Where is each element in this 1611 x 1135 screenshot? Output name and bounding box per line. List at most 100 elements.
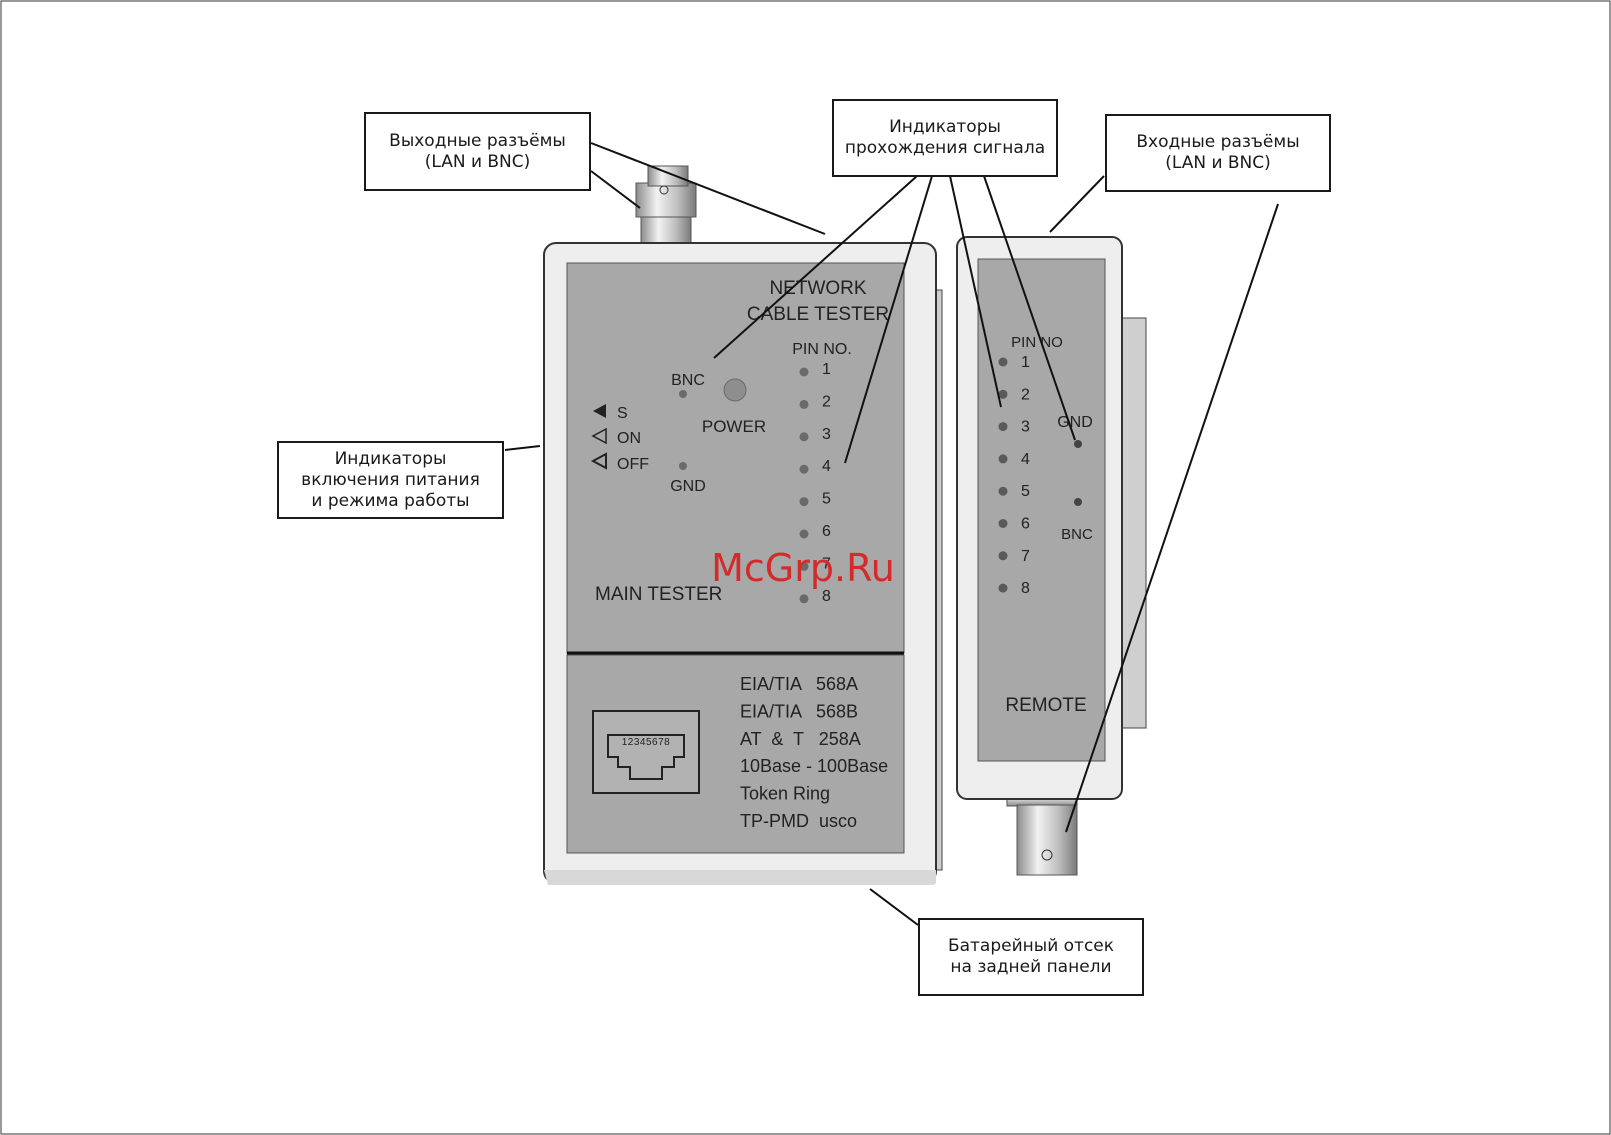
callout-output-line1: Выходные разъёмы: [389, 130, 566, 151]
leader-signal-remote-pins: [949, 175, 1002, 408]
main-tester-labels: NETWORK CABLE TESTER PIN NO. BNC POWER G…: [595, 278, 889, 831]
main-pin-led-1: [799, 367, 809, 377]
main-bnc-label: BNC: [671, 372, 705, 389]
callout-signal-indicators: Индикаторы прохождения сигнала: [832, 99, 1058, 177]
callout-input-line2: (LAN и BNC): [1165, 153, 1271, 173]
remote-bnc-connector: [1006, 789, 1078, 876]
remote-bnc-label: BNC: [1061, 526, 1093, 543]
main-pin-number: 7: [822, 555, 831, 572]
main-pin-led-6: [799, 529, 809, 539]
remote-pin-number: 1: [1021, 354, 1030, 371]
callout-signal-line1: Индикаторы: [889, 117, 1001, 137]
remote-gnd-label: GND: [1057, 414, 1093, 431]
main-pin-led-2: [799, 399, 809, 409]
remote-pin-number: 2: [1021, 386, 1030, 403]
standard-line: AT & T 258A: [740, 729, 861, 749]
remote-pin-number: 7: [1021, 548, 1030, 565]
remote-pin-number: 3: [1021, 419, 1030, 436]
mode-off-indicator: [590, 452, 607, 470]
main-tester-name: MAIN TESTER: [595, 584, 722, 605]
bnc-led: [679, 390, 687, 398]
main-pin-leds: [799, 367, 809, 604]
remote-pin-leds: [998, 357, 1008, 593]
leader-signal-remote-gnd: [983, 175, 1076, 441]
main-pin-number: 8: [822, 588, 831, 605]
remote-pin-led-6: [998, 519, 1008, 528]
callout-input-connectors: Входные разъёмы (LAN и BNC): [1105, 114, 1331, 192]
remote-pin-number: 8: [1021, 580, 1030, 597]
callout-power-indicators: Индикаторы включения питания и режима ра…: [277, 441, 504, 519]
standard-line: 10Base - 100Base: [740, 756, 888, 776]
remote-bnc-led: [1074, 498, 1082, 506]
remote-pin-header: PIN NO: [1011, 334, 1063, 351]
leader-out-lan: [590, 142, 826, 235]
remote-pin-number: 5: [1021, 483, 1030, 500]
remote-name: REMOTE: [1005, 695, 1086, 716]
main-pin-led-4: [799, 464, 809, 474]
remote-pin-numbers: 1 2 3 4 5 6 7 8: [1021, 354, 1030, 597]
remote-pin-led-2: [998, 389, 1008, 399]
callout-output-connectors: Выходные разъёмы (LAN и BNC): [364, 112, 591, 191]
callout-power-line3: и режима работы: [311, 490, 470, 511]
rj45-jack-icon: [592, 710, 700, 794]
power-led: [723, 378, 747, 402]
remote-gnd-led: [1074, 440, 1082, 448]
mode-on-label: ON: [617, 430, 641, 447]
standard-line: EIA/TIA 568B: [740, 701, 858, 721]
remote-pin-led-5: [998, 486, 1008, 496]
mode-on-indicator: [591, 427, 607, 445]
callout-power-line1: Индикаторы: [334, 448, 447, 469]
remote-pin-led-7: [998, 551, 1008, 561]
remote-pin-led-1: [998, 357, 1008, 367]
main-pin-number: 4: [822, 458, 831, 475]
callout-battery-line1: Батарейный отсек: [947, 936, 1115, 956]
mode-s-label: S: [617, 405, 628, 422]
callout-signal-line2: прохождения сигнала: [844, 138, 1046, 158]
leader-power: [504, 445, 541, 451]
remote-labels: PIN NO GND BNC REMOTE 1 2 3 4 5 6 7 8: [1005, 334, 1093, 716]
leader-out-bnc: [590, 170, 641, 209]
main-pin-led-5: [799, 497, 809, 507]
main-gnd-label: GND: [670, 478, 706, 495]
mode-off-label: OFF: [617, 456, 649, 473]
remote-pin-led-3: [998, 422, 1008, 432]
leader-lines: [504, 142, 1279, 926]
remote-pin-led-4: [998, 454, 1008, 464]
leader-battery: [869, 888, 919, 926]
main-pin-number: 2: [822, 393, 831, 410]
main-pin-led-3: [799, 432, 809, 442]
remote-pin-number: 4: [1021, 451, 1030, 468]
callout-power-line2: включения питания: [301, 469, 480, 490]
callout-battery-line2: на задней панели: [950, 957, 1112, 977]
main-title-line1: NETWORK: [769, 278, 866, 299]
leader-in-lan: [1049, 175, 1105, 233]
main-pin-number: 6: [822, 523, 831, 540]
main-pin-led-8: [799, 594, 809, 604]
mode-s-indicator: [593, 404, 606, 418]
standard-line: Token Ring: [740, 784, 830, 804]
remote-pin-led-8: [998, 583, 1008, 593]
main-pin-header: PIN NO.: [792, 341, 852, 358]
main-pin-number: 5: [822, 491, 831, 508]
jack-pin-numbers: 12345678: [622, 737, 671, 748]
main-upper-panel: [566, 262, 905, 654]
main-tester-unit: [543, 165, 943, 885]
leader-signal-bnc: [713, 175, 918, 359]
watermark-text: McGrp.Ru: [711, 546, 895, 590]
main-pin-led-7: [799, 561, 809, 571]
main-title-line2: CABLE TESTER: [747, 304, 889, 325]
standards-list: EIA/TIA 568A EIA/TIA 568B AT & T 258A 10Bas…: [740, 674, 888, 831]
callout-battery: Батарейный отсек на задней панели: [918, 918, 1144, 996]
main-pin-number: 1: [822, 361, 831, 378]
leader-signal-pins: [844, 175, 933, 464]
callout-output-line2: (LAN и BNC): [424, 151, 531, 172]
remote-pin-number: 6: [1021, 516, 1030, 533]
leader-in-bnc: [1065, 203, 1279, 833]
main-power-label: POWER: [702, 417, 766, 436]
main-pin-number: 3: [822, 426, 831, 443]
standard-line: EIA/TIA 568A: [740, 674, 858, 694]
standard-line: TP-PMD usco: [740, 811, 857, 831]
